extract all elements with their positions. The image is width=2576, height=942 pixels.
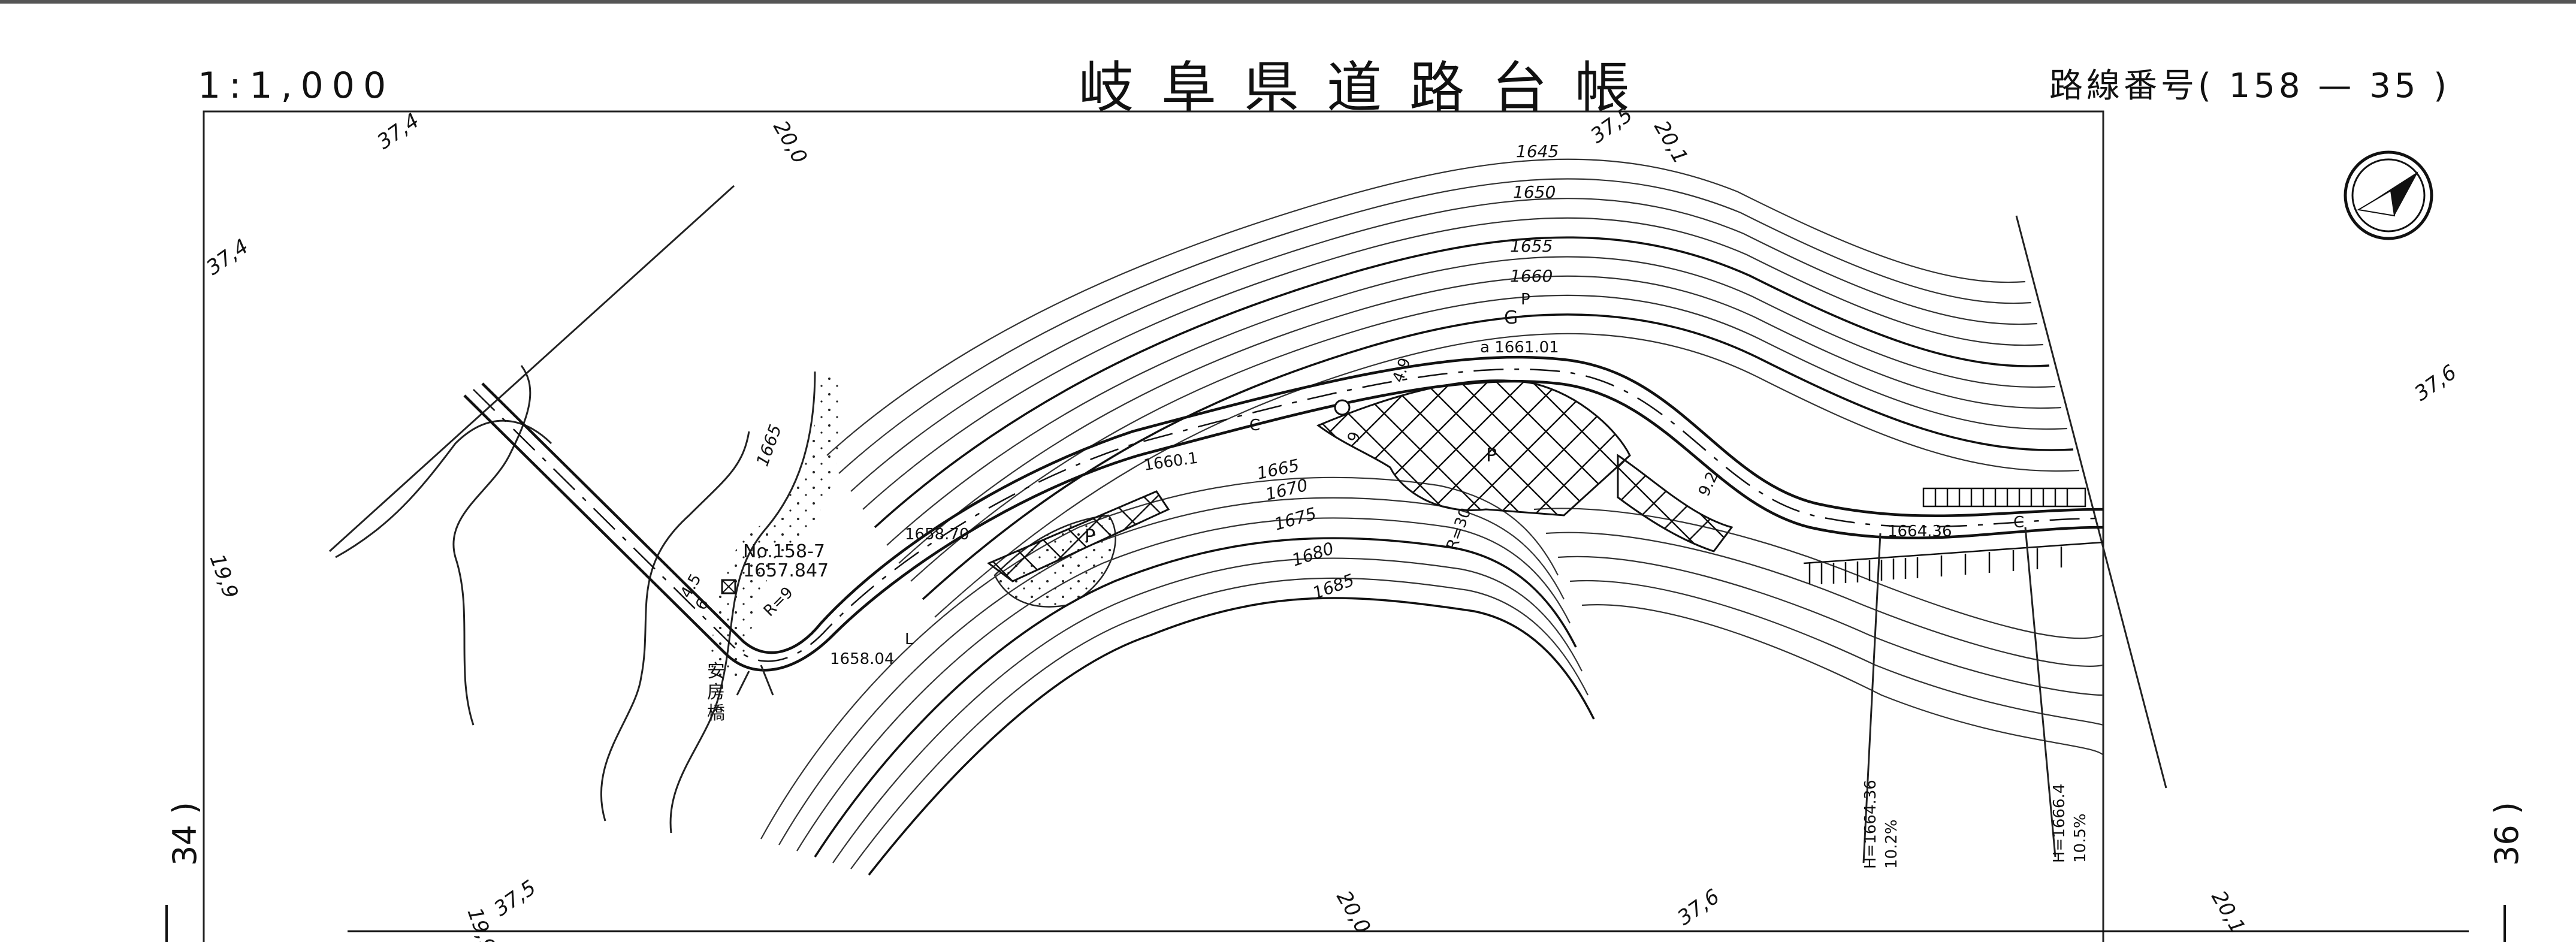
map-title: 岐阜県道路台帳 <box>1079 56 1658 120</box>
contour-label-1650: 1650 <box>1513 182 1556 202</box>
contour-label-1645: 1645 <box>1516 141 1559 161</box>
route-number-b: 35 <box>2369 67 2420 105</box>
route-number-dash: — <box>2318 67 2355 105</box>
bridge-name-1: 安 <box>707 661 725 682</box>
grid-label-top-left-1: 37,4 <box>373 108 424 154</box>
radius-30: R=30 <box>1443 506 1475 553</box>
vegetation-area <box>707 372 841 683</box>
contour-label-1660: 1660 <box>1510 266 1553 286</box>
mark-g: G <box>1504 307 1518 328</box>
elevation-1658-04: 1658.04 <box>830 650 895 668</box>
survey-line-right <box>2015 215 2167 789</box>
h-grade-2: 10.5% <box>2071 813 2089 863</box>
mark-c-2: C <box>2013 514 2024 532</box>
grid-label-left-2: 19,9 <box>205 551 243 602</box>
contour-label-1680: 1680 <box>1289 538 1336 570</box>
h-grade-1: 10.2% <box>1883 819 1901 869</box>
mark-l: L <box>905 630 914 648</box>
h1-leader <box>1862 533 1882 864</box>
width-6: 6 <box>692 596 712 613</box>
map-scale: 1:1,000 <box>198 65 395 107</box>
grid-label-left-1: 37,4 <box>202 234 253 280</box>
elevation-1664-36: 1664.36 <box>1888 523 1952 541</box>
survey-point-icon <box>1334 399 1351 416</box>
north-arrow-icon <box>2344 150 2433 240</box>
map-frame <box>203 110 2104 942</box>
h2-leader <box>2024 527 2056 858</box>
mark-p-3: P <box>1521 291 1530 309</box>
scan-edge-top <box>0 0 2576 4</box>
pavement-area-2 <box>1617 454 1734 552</box>
retaining-wall <box>1803 487 2104 584</box>
grid-label-bottom-5: 20,1 <box>2206 887 2249 938</box>
benchmark-icon <box>721 579 736 594</box>
route-number-close: ) <box>2433 67 2451 105</box>
route-number-open: ( <box>2198 67 2215 105</box>
route-number-label: 路線番号 <box>2049 67 2198 105</box>
grid-label-bottom-1: 19,9 <box>463 904 500 942</box>
terrain-outline-1 <box>335 419 552 558</box>
grid-label-bottom-3: 20,0 <box>1331 887 1375 938</box>
route-number: 路線番号( 158 — 35 ) <box>2049 59 2450 107</box>
contours-lower <box>760 476 2104 876</box>
h-elevation-2: H=1666.4 <box>2050 784 2068 863</box>
contour-label-1655: 1655 <box>1510 236 1553 256</box>
bridge-name-3: 橋 <box>707 703 725 724</box>
elevation-1661-01: a 1661.01 <box>1480 339 1559 357</box>
station-elevation: 1657.847 <box>743 560 829 581</box>
station-number: No.158-7 <box>743 541 825 562</box>
grid-label-bottom-4: 37,6 <box>1673 884 1724 930</box>
terrain-outline-2 <box>452 365 531 726</box>
width-9-2: 9.2 <box>1695 469 1722 499</box>
mark-p-2: P <box>1085 526 1095 547</box>
elevation-1658-70: 1658.70 <box>905 526 970 544</box>
contours-upper <box>826 158 2080 618</box>
grid-label-top-mid-1: 37,5 <box>1586 102 1637 148</box>
route-number-a: 158 <box>2228 67 2304 105</box>
mark-c-1: C <box>1249 416 1260 434</box>
grid-label-top-mid-2: 20,1 <box>1649 117 1692 168</box>
grid-label-top-left-2: 20,0 <box>768 117 811 168</box>
width-4-5: 4.5 <box>677 571 705 602</box>
h-elevation-1: H=1664.36 <box>1862 780 1880 869</box>
pavement-area-1 <box>1316 379 1631 517</box>
grid-label-bottom-2: 37,5 <box>490 875 540 921</box>
radius-9: R=9 <box>760 584 797 620</box>
mark-p-1: P <box>1486 445 1497 466</box>
bridge-ticks <box>736 665 774 696</box>
bridge-name-2: 房 <box>707 682 725 703</box>
survey-line-left <box>328 185 735 552</box>
pavement-area-3 <box>987 490 1170 582</box>
contour-label-1675: 1675 <box>1272 503 1319 534</box>
terrain-outline-3 <box>600 431 750 822</box>
grid-label-right-1: 37,6 <box>2410 360 2461 406</box>
contour-label-1665a: 1665 <box>753 422 786 469</box>
road <box>463 355 2104 696</box>
